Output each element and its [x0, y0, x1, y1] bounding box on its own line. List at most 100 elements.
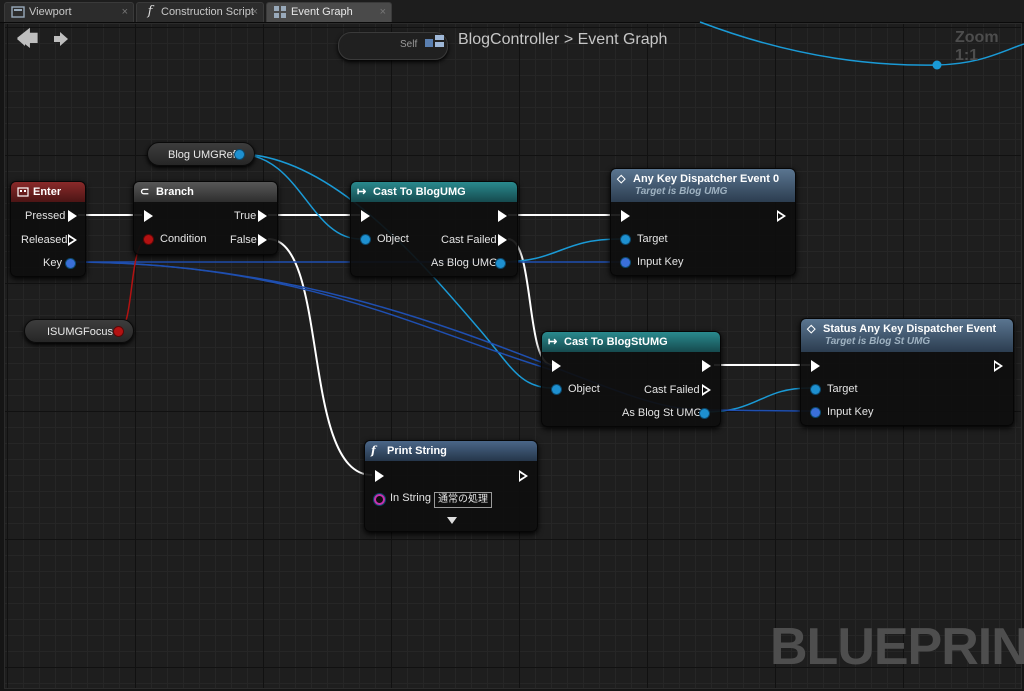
object-wire — [499, 238, 621, 263]
bool-out-pin[interactable] — [114, 327, 123, 336]
target-pin[interactable] — [621, 235, 630, 244]
node-title: Cast To BlogStUMG — [564, 336, 668, 348]
blueprint-class-icon — [425, 35, 444, 47]
node-title: Branch — [156, 186, 194, 198]
key-wire — [69, 261, 553, 371]
pin-label: Condition — [160, 233, 207, 245]
wire-knot — [932, 60, 942, 70]
tab-label: Viewport — [29, 6, 72, 18]
pin-label: In String — [390, 492, 431, 504]
exec-in-pin[interactable] — [552, 360, 561, 372]
self-label: Self — [400, 39, 418, 50]
exec-in-pin[interactable] — [375, 470, 384, 482]
node-title: Print String — [387, 445, 447, 457]
exec-in-pin[interactable] — [621, 210, 630, 222]
exec-out-pin[interactable] — [777, 210, 786, 222]
exec-out-pin[interactable] — [258, 210, 267, 222]
pin-label: True — [234, 210, 257, 222]
input-key-pin[interactable] — [811, 408, 820, 417]
isumg-focus-variable[interactable]: ISUMGFocus — [24, 319, 134, 343]
exec-out-pin[interactable] — [68, 234, 77, 246]
object-out-pin[interactable] — [496, 259, 505, 268]
string-in-pin[interactable] — [374, 494, 385, 505]
pin-label: Target — [827, 383, 858, 395]
pin-label: Key — [43, 257, 62, 269]
target-pin[interactable] — [811, 385, 820, 394]
blueprint-watermark: BLUEPRINT — [770, 618, 1024, 676]
pin-label: As Blog UMG — [431, 257, 498, 269]
keyboard-icon — [17, 187, 29, 197]
enter-event-node[interactable]: Enter Pressed Released Key — [10, 181, 86, 277]
pin-label: Object — [377, 233, 409, 245]
pin-label: Input Key — [827, 406, 874, 418]
cast-icon: ↦ — [357, 186, 367, 198]
tab-label: Event Graph — [291, 6, 353, 18]
exec-out-pin[interactable] — [498, 234, 507, 246]
event-graph-icon — [274, 6, 286, 18]
close-icon[interactable]: × — [121, 6, 128, 18]
pin-label: Object — [568, 383, 600, 395]
input-key-pin[interactable] — [621, 258, 630, 267]
variable-label: Blog UMGRef — [168, 149, 236, 161]
object-wire — [237, 153, 361, 240]
pin-label: Target — [637, 233, 668, 245]
tab-label: Construction Script — [161, 6, 254, 18]
in-string-field[interactable]: 通常の処理 — [434, 492, 492, 508]
condition-pin[interactable] — [144, 235, 153, 244]
zoom-level: Zoom 1:1 — [955, 29, 999, 64]
exec-in-pin[interactable] — [361, 210, 370, 222]
pin-label: False — [230, 234, 257, 246]
object-in-pin[interactable] — [552, 385, 561, 394]
pin-label: Released — [21, 234, 68, 246]
pin-label: Pressed — [25, 210, 66, 222]
exec-out-pin[interactable] — [994, 360, 1003, 372]
blog-umg-ref-variable[interactable]: Blog UMGRef — [147, 142, 255, 166]
status-any-key-dispatcher-node[interactable]: ◇ Status Any Key Dispatcher Event Target… — [800, 318, 1014, 426]
exec-in-pin[interactable] — [811, 360, 820, 372]
back-arrow-icon[interactable] — [15, 30, 33, 48]
tab-event-graph[interactable]: Event Graph × — [266, 2, 392, 22]
function-icon: f — [147, 4, 153, 19]
variable-label: ISUMGFocus — [47, 326, 114, 338]
exec-out-pin[interactable] — [258, 234, 267, 246]
forward-arrow-icon[interactable] — [52, 30, 70, 48]
breadcrumb[interactable]: BlogController > Event Graph — [458, 31, 668, 48]
object-wire — [237, 153, 553, 389]
pin-label: Cast Failed — [644, 384, 700, 396]
pin-label: As Blog St UMG — [622, 407, 703, 419]
event-diamond-icon: ◇ — [807, 323, 816, 335]
exec-out-pin[interactable] — [519, 470, 528, 482]
cast-to-blogumg-node[interactable]: ↦ Cast To BlogUMG Object Cast Failed As … — [350, 181, 518, 277]
pin-label: Input Key — [637, 256, 684, 268]
object-in-pin[interactable] — [361, 235, 370, 244]
node-title: Cast To BlogUMG — [373, 186, 466, 198]
node-title: Enter — [33, 186, 62, 198]
node-subtitle: Target is Blog St UMG — [825, 336, 931, 347]
event-diamond-icon: ◇ — [617, 173, 626, 185]
object-out-pin[interactable] — [235, 150, 244, 159]
tab-viewport[interactable]: Viewport × — [4, 2, 134, 22]
pin-label: Cast Failed — [441, 234, 497, 246]
exec-out-pin[interactable] — [68, 210, 77, 222]
cast-to-blogstumg-node[interactable]: ↦ Cast To BlogStUMG Object Cast Failed A… — [541, 331, 721, 427]
exec-out-pin[interactable] — [702, 384, 711, 396]
branch-icon: ⊂ — [140, 186, 150, 198]
close-icon[interactable]: × — [251, 6, 258, 18]
exec-out-pin[interactable] — [498, 210, 507, 222]
expand-arrow-icon[interactable] — [447, 517, 457, 525]
key-out-pin[interactable] — [66, 259, 75, 268]
exec-in-pin[interactable] — [144, 210, 153, 222]
print-string-node[interactable]: f Print String In String 通常の処理 — [364, 440, 538, 532]
exec-out-pin[interactable] — [702, 360, 711, 372]
any-key-dispatcher-node[interactable]: ◇ Any Key Dispatcher Event 0 Target is B… — [610, 168, 796, 276]
node-title: Status Any Key Dispatcher Event — [823, 323, 997, 335]
cast-icon: ↦ — [548, 336, 558, 348]
branch-node[interactable]: ⊂ Branch Condition True False — [133, 181, 278, 255]
function-icon: f — [371, 444, 376, 457]
close-icon[interactable]: × — [379, 6, 386, 18]
node-subtitle: Target is Blog UMG — [635, 186, 728, 197]
tab-bar: Viewport × f Construction Script × Event… — [0, 0, 1024, 23]
object-out-pin[interactable] — [700, 409, 709, 418]
tab-construction-script[interactable]: f Construction Script × — [136, 2, 264, 22]
